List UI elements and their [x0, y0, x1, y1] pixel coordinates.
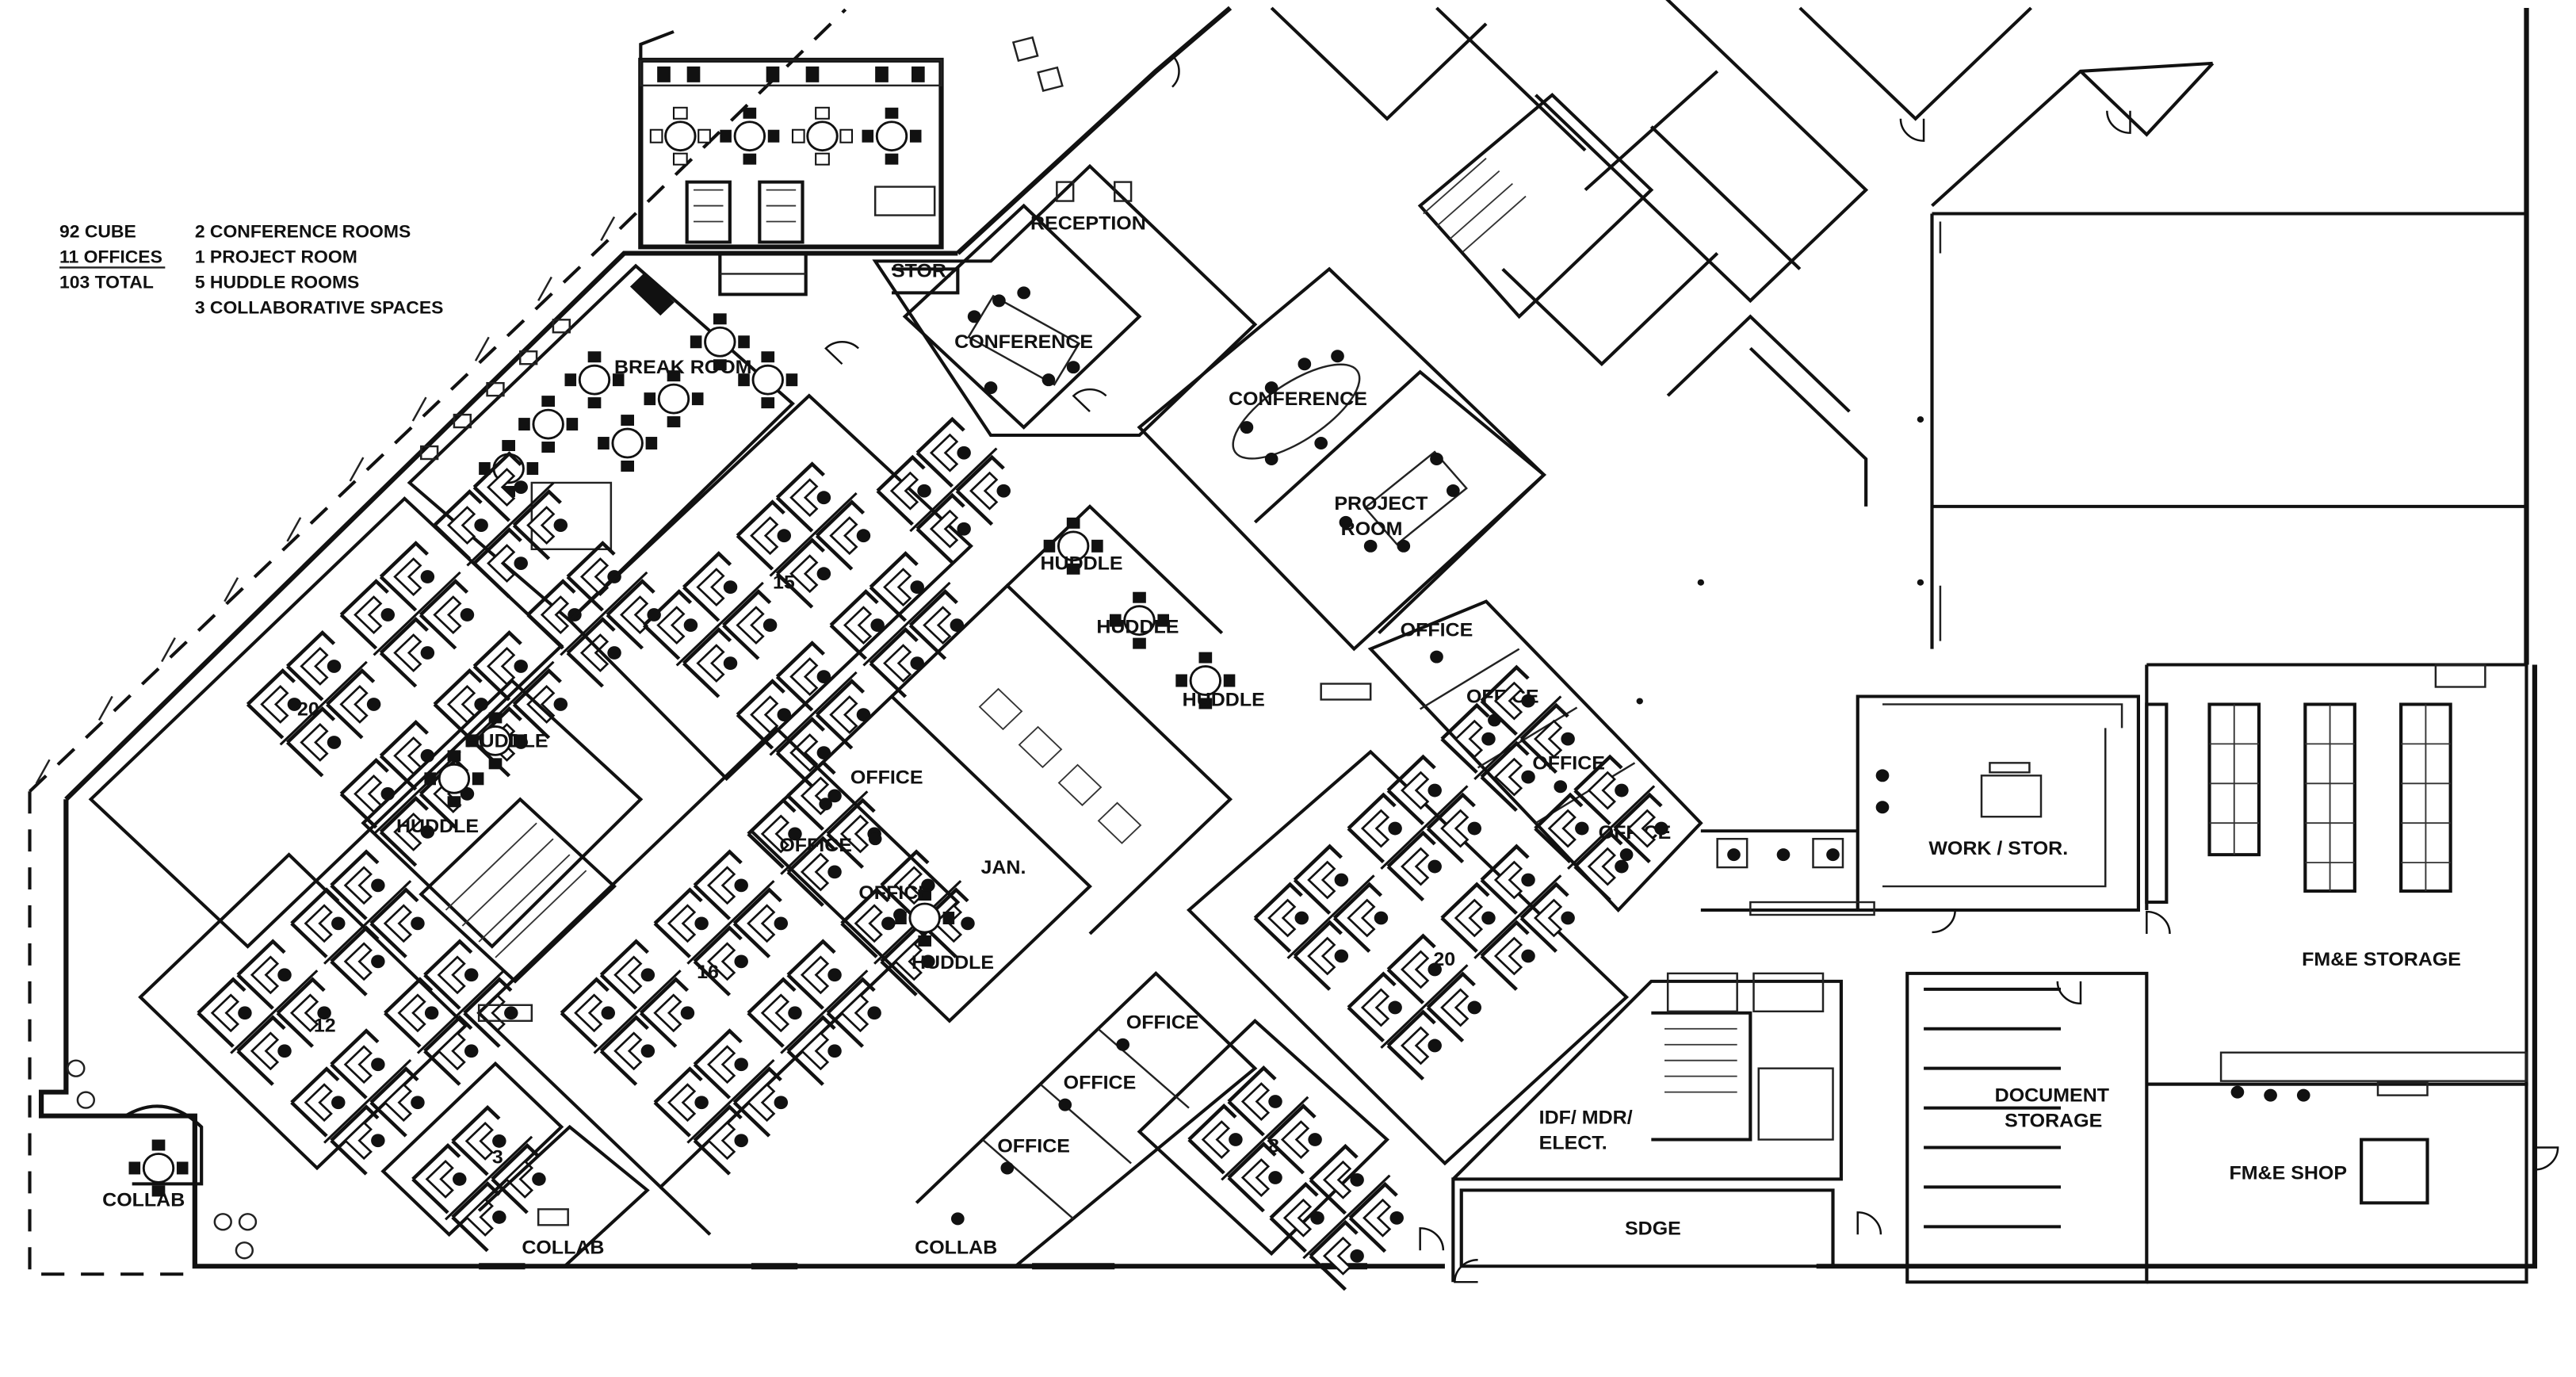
- project-count: 1 PROJECT ROOM: [195, 247, 357, 266]
- cubicle-zone-12: 12: [138, 845, 541, 1179]
- collab-label-2: COLLAB: [522, 1237, 604, 1258]
- huddle-label-6: HUDDLE: [912, 952, 994, 973]
- southeast-service: IDF/ MDR/ ELECT. SDGE: [1451, 972, 1843, 1283]
- cube-count-20-east: 20: [1433, 949, 1455, 970]
- collab-label-3: COLLAB: [915, 1237, 997, 1258]
- office-label-9: OFFICE: [1064, 1073, 1137, 1093]
- north-patio: [638, 30, 1064, 296]
- fme-shop-label: FM&E SHOP: [2230, 1163, 2348, 1184]
- fme-storage: FM&E STORAGE: [2145, 663, 2528, 1086]
- collab-label-1: COLLAB: [102, 1190, 185, 1211]
- break-room: BREAK ROOM: [407, 263, 799, 623]
- idf-label-2: ELECT.: [1539, 1133, 1607, 1153]
- work-storage-label: WORK / STOR.: [1928, 839, 2068, 859]
- collab-count: 3 COLLABORATIVE SPACES: [195, 298, 444, 317]
- conference-label-2: CONFERENCE: [1229, 389, 1367, 410]
- cube-count-16: 16: [697, 962, 719, 982]
- reception-label: RECEPTION: [1030, 213, 1146, 234]
- total-count: 103 TOTAL: [59, 273, 154, 292]
- huddle-label-5: HUDDLE: [1183, 690, 1265, 710]
- conference-project: CONFERENCE PROJECT ROOM: [1137, 266, 1546, 652]
- conference-label-1: CONFERENCE: [954, 332, 1093, 353]
- conference-count: 2 CONFERENCE ROOMS: [195, 222, 411, 241]
- cube-count-15: 15: [773, 572, 795, 593]
- office-count: 11 OFFICES: [59, 247, 162, 266]
- huddle-label-3: HUDDLE: [1041, 553, 1123, 574]
- break-room-label: BREAK ROOM: [614, 358, 751, 378]
- huddle-label-1: HUDDLE: [465, 731, 548, 752]
- office-label-2: OFFICE: [779, 836, 852, 856]
- cube-count-8: 8: [1268, 1136, 1279, 1157]
- office-label-4: OFFICE: [1401, 620, 1473, 641]
- storage-label-stor: STOR.: [892, 261, 952, 281]
- office-label-1: OFFICE: [850, 767, 923, 788]
- fme-storage-label: FM&E STORAGE: [2302, 949, 2461, 970]
- cube-count-12: 12: [314, 1016, 336, 1036]
- sdge-label: SDGE: [1625, 1218, 1681, 1239]
- idf-label-1: IDF/ MDR/: [1539, 1107, 1633, 1128]
- collab-corner: COLLAB: [67, 1059, 258, 1260]
- cubicle-zone-3: 3 COLLAB: [380, 1061, 650, 1268]
- cubicle-zone-16: 16: [476, 725, 998, 1236]
- work-storage: WORK / STOR.: [1700, 694, 2140, 912]
- summary-legend: 92 CUBE 11 OFFICES 103 TOTAL 2 CONFERENC…: [59, 222, 443, 317]
- central-core: HUDDLE HUDDLE HUDDLE HUDDLE OFFICE OFFIC…: [748, 504, 1265, 1023]
- cubicle-zone-15: 15: [567, 393, 1081, 791]
- project-room-label-1: PROJECT: [1334, 493, 1428, 514]
- huddle-label-2: HUDDLE: [396, 817, 479, 837]
- cubicle-zone-20-west: 20: [88, 447, 685, 949]
- office-label-3: OFFICE: [858, 882, 931, 903]
- office-label-10: OFFICE: [997, 1136, 1070, 1157]
- huddle-label-4: HUDDLE: [1096, 617, 1179, 637]
- reception-conference: STOR. RECEPTION CONFERENCE: [872, 163, 1258, 438]
- huddle-count: 5 HUDDLE ROOMS: [195, 273, 360, 292]
- northeast-suites: [1270, 0, 2215, 507]
- huddle-stair-core: HUDDLE HUDDLE: [361, 678, 644, 984]
- cube-count-3: 3: [492, 1147, 503, 1168]
- cube-count: 92 CUBE: [59, 222, 136, 241]
- annotation-tags: [477, 683, 2429, 1096]
- cubicle-zone-20-east: 20: [1187, 660, 1691, 1166]
- office-label-8: OFFICE: [1126, 1012, 1199, 1033]
- fme-shop: FM&E SHOP: [2146, 1051, 2528, 1284]
- document-storage-label-1: DOCUMENT: [1995, 1085, 2109, 1106]
- document-storage-label-2: STORAGE: [2005, 1111, 2102, 1131]
- cube-count-20-west: 20: [297, 699, 319, 720]
- project-room-label-2: ROOM: [1341, 518, 1403, 539]
- cubicle-zone-8: 8: [1137, 1018, 1428, 1295]
- janitor-label: JAN.: [981, 858, 1026, 878]
- east-warehouse: [1636, 212, 2527, 705]
- southwest-offices: OFFICE OFFICE OFFICE COLLAB: [915, 971, 1258, 1268]
- document-storage: DOCUMENT STORAGE: [1905, 971, 2149, 1284]
